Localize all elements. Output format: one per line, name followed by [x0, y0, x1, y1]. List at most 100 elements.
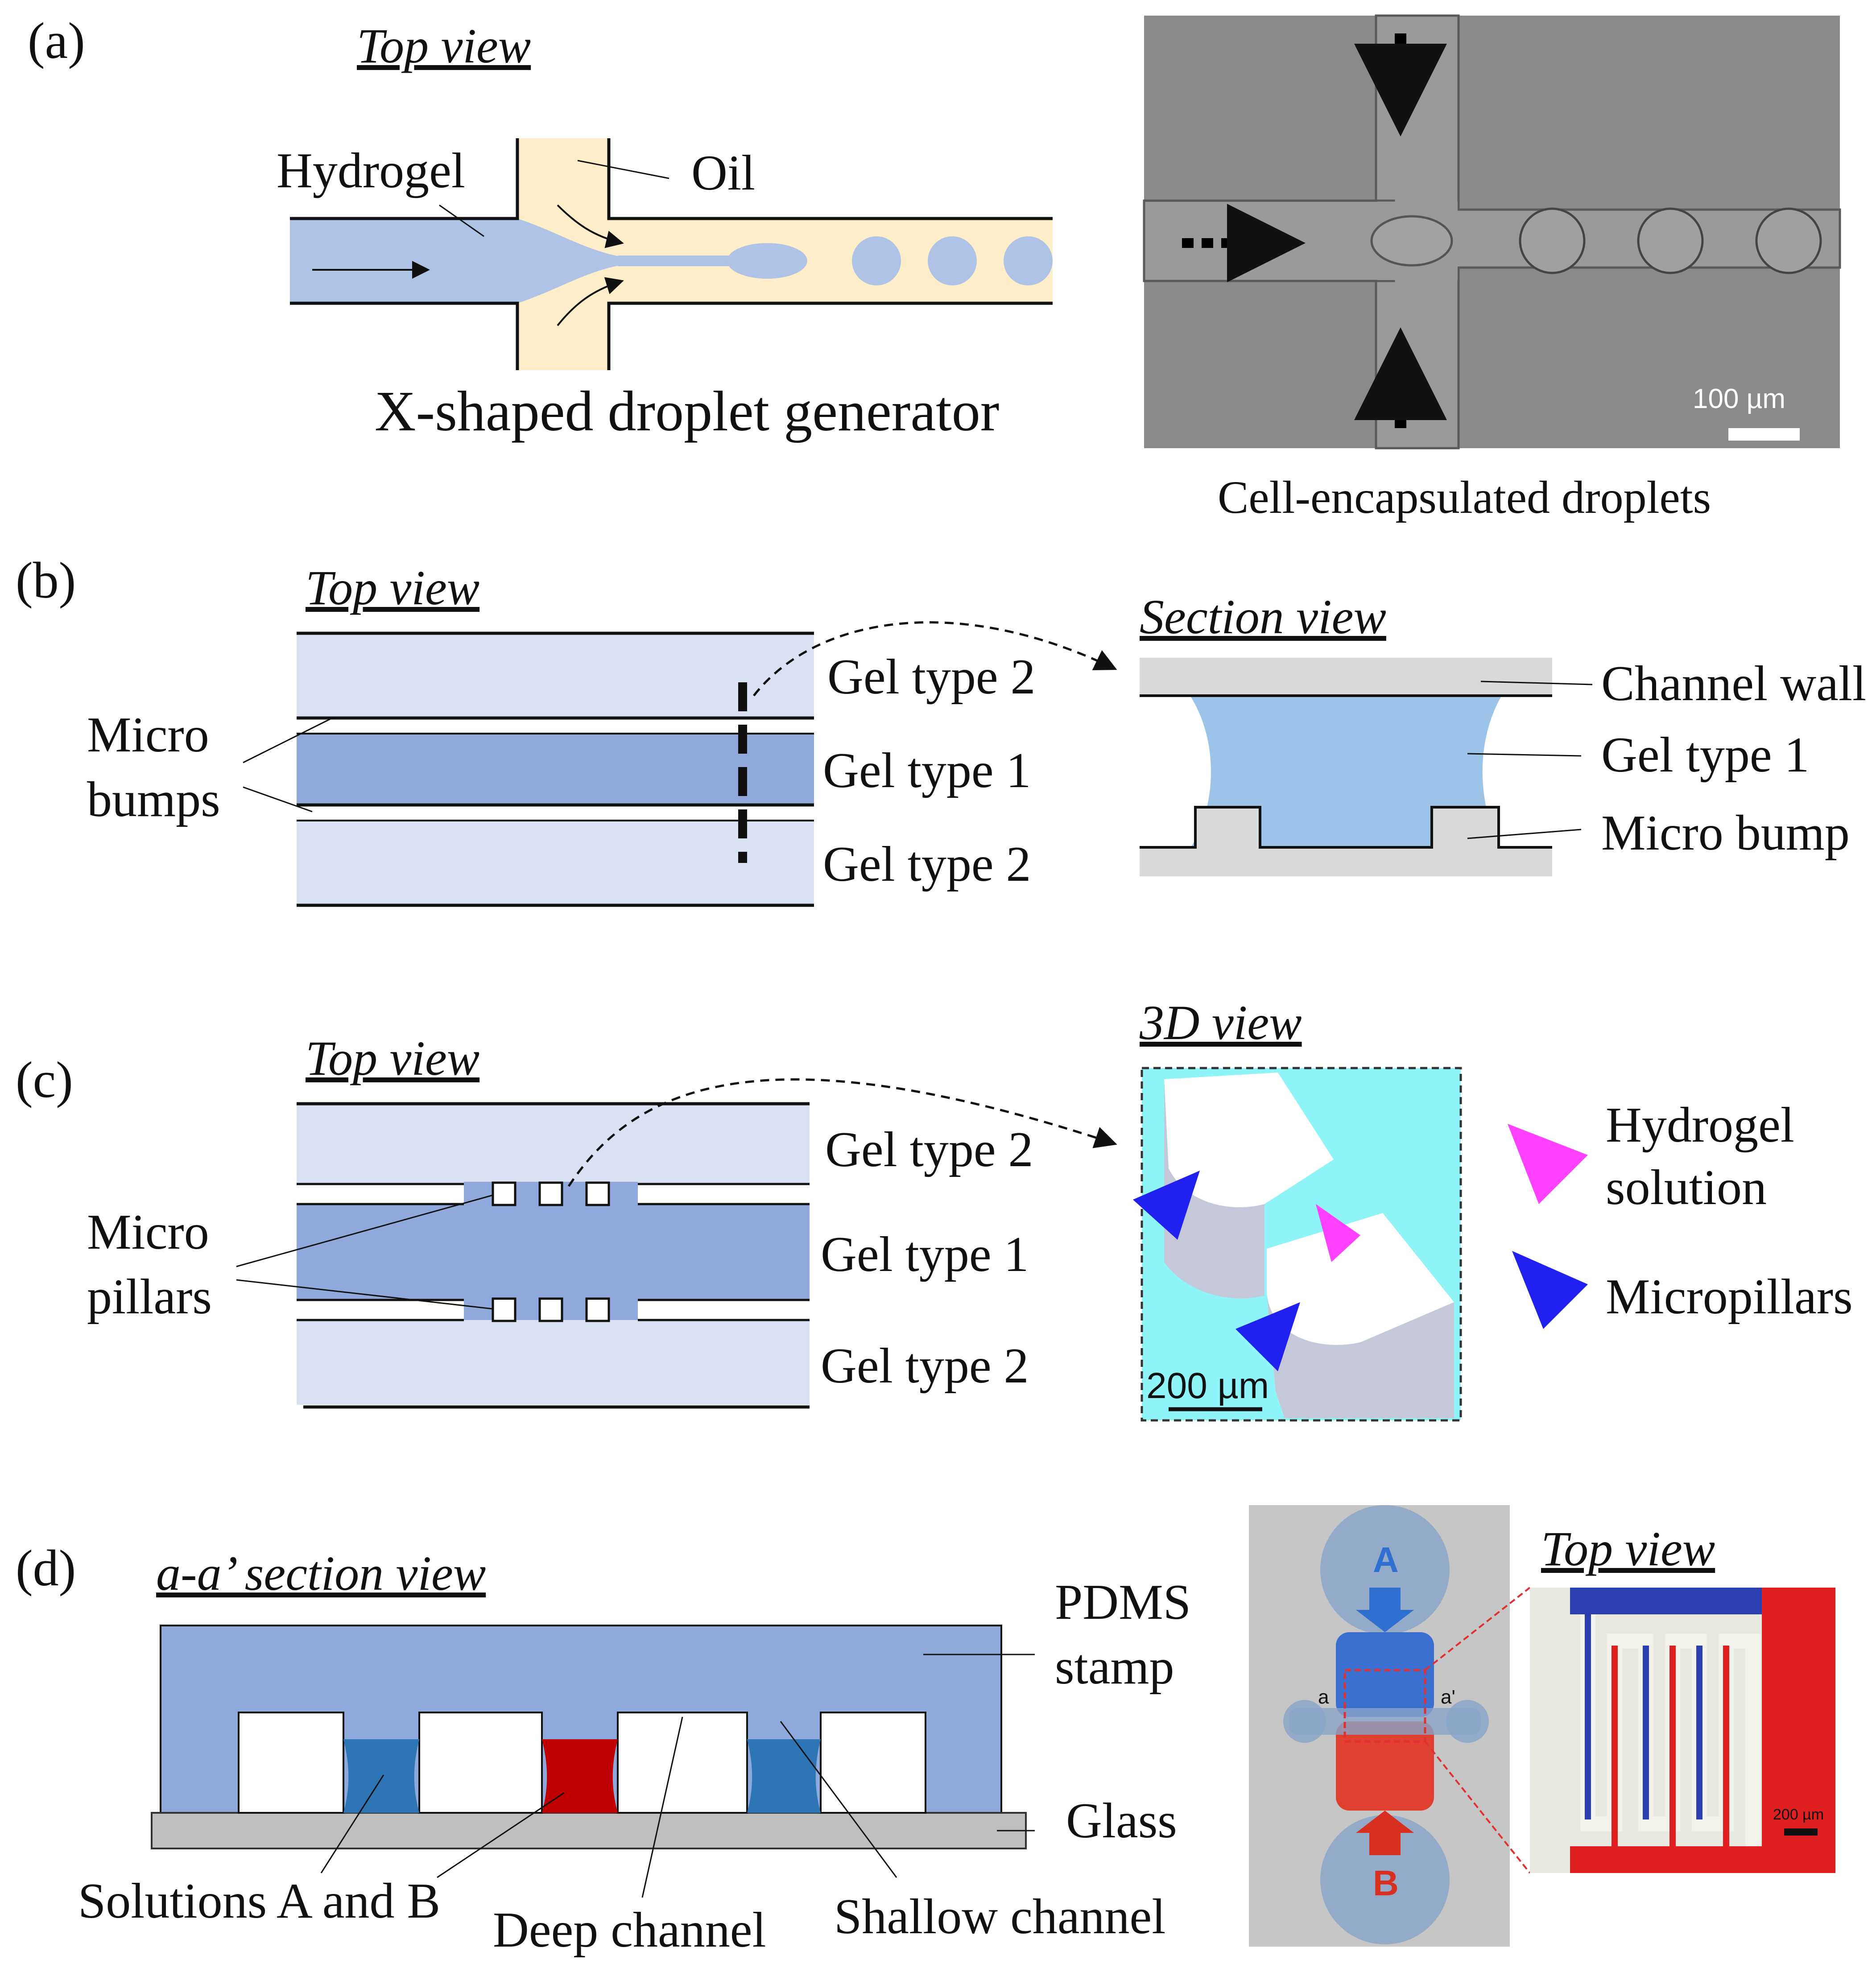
deep-channel-label: Deep channel: [493, 1902, 766, 1958]
inlet-a: [1320, 1505, 1450, 1634]
zoom-scale-label: 200 µm: [1773, 1806, 1824, 1823]
pillar-top-face: [1164, 1073, 1334, 1208]
generator-caption: X-shaped droplet generator: [375, 380, 999, 443]
micrograph-droplet: [1519, 207, 1586, 274]
bump-leader: [1467, 829, 1582, 839]
hydrogel-label: Hydrogel: [277, 143, 465, 198]
pillar-side-face: [1164, 1079, 1264, 1299]
zoom-region: [1343, 1669, 1426, 1743]
gel1-section: [1191, 697, 1501, 847]
panel-a: (a) Top view Hydrogel Oil X-shaped dropl…: [28, 12, 1841, 523]
panel-d: (d) a-a’ section view PDMS stamp Glass S…: [16, 1505, 1835, 1958]
zoom-leader: [1424, 1741, 1531, 1874]
droplet-micrograph: 100 µm: [1143, 14, 1841, 450]
droplet: [928, 236, 977, 285]
pillar-top-view: [236, 1078, 1117, 1409]
micro-pillars-label-line1: Micro: [87, 1205, 209, 1260]
lower-pillar-top-face: [1267, 1213, 1454, 1345]
shallow-leader: [780, 1721, 897, 1878]
micro-bump-label: Micro bump: [1601, 805, 1850, 861]
inlet-b: [1320, 1815, 1450, 1944]
channel-walls: [290, 138, 1053, 370]
pillar-row-lines-bottom: [297, 1299, 810, 1321]
micro-pillars-label-line2: pillars: [87, 1269, 212, 1324]
wall-leader: [1480, 681, 1593, 685]
solution-a-deep: [747, 1739, 821, 1813]
micropillar: [585, 1297, 610, 1322]
zoom-blue-region: [1570, 1588, 1762, 1614]
oil-label: Oil: [691, 145, 755, 201]
pillars-leader: [236, 1279, 493, 1310]
oil-flow-arrow-bottom: [557, 277, 624, 326]
panel-c-heading: Top view: [306, 1031, 479, 1085]
bumps-leader: [243, 786, 313, 813]
view3d-border: [1140, 1067, 1462, 1422]
inlet-b-label: B: [1373, 1863, 1399, 1903]
gel2-bottom-region: [297, 821, 814, 905]
panel-b: (b) Top view Micro bumps Gel type 2 Gel …: [16, 552, 1866, 907]
bump-top-view: [243, 621, 1117, 907]
micrograph-droplet: [1755, 207, 1822, 274]
section-a-prime-label: a': [1441, 1686, 1455, 1708]
section-view: [1140, 658, 1593, 876]
glass-slide: [151, 1812, 1027, 1849]
view3d-scale-label: 200 µm: [1146, 1366, 1269, 1406]
glass-label: Glass: [1066, 1793, 1177, 1848]
solutions-leader: [320, 1774, 384, 1873]
micropillars-legend-arrow: [1512, 1251, 1588, 1329]
micropillar: [538, 1297, 563, 1322]
hydrogel-thread: [618, 256, 734, 266]
lower-pillar-side-face: [1267, 1293, 1454, 1418]
zoom-leader: [1424, 1587, 1531, 1671]
gel1-region: [297, 734, 814, 805]
micrograph-caption: Cell-encapsulated droplets: [1218, 472, 1711, 523]
shallow-channel-void: [820, 1712, 926, 1814]
bottom-wall-with-bumps: [1140, 807, 1552, 876]
oil-leader: [577, 160, 669, 179]
panel-b-heading: Top view: [306, 561, 479, 615]
gel1-label: Gel type 1: [821, 1227, 1029, 1282]
shallow-channel-void: [418, 1712, 543, 1814]
droplet: [852, 236, 901, 285]
hydrogel-neck: [517, 219, 620, 303]
panel-d-heading: a-a’ section view: [156, 1546, 486, 1601]
micrograph-neck-drop: [1370, 215, 1453, 267]
chip-red-chamber: [1336, 1721, 1434, 1811]
gel2-top-region: [297, 1104, 810, 1184]
panel-a-label: (a): [28, 12, 85, 70]
section-view-heading: Section view: [1140, 590, 1386, 644]
deep-leader: [641, 1716, 683, 1898]
pink-arrow-marker: [1316, 1204, 1360, 1262]
zoom-scale-bar: [1784, 1828, 1818, 1836]
gel2-top-label: Gel type 2: [825, 1122, 1033, 1177]
micro-bumps-label-line2: bumps: [87, 772, 220, 827]
droplet: [1004, 236, 1053, 285]
chip-photo: A B a a': [1249, 1505, 1531, 1947]
channel-wall-top: [1140, 658, 1552, 696]
gel2-top-region: [297, 633, 814, 718]
micropillar: [492, 1181, 517, 1206]
view3d-arrow: [567, 1078, 1117, 1187]
inlet-a-arrow: [1356, 1588, 1414, 1632]
gel2-top-label: Gel type 2: [827, 649, 1036, 705]
chip-side-port: [1283, 1700, 1326, 1743]
panel-c: (c) Top view Micro pillars Gel type 2 Ge…: [16, 995, 1853, 1422]
gel2-bottom-label: Gel type 2: [823, 837, 1031, 892]
solutions-label: Solutions A and B: [78, 1873, 440, 1929]
view3d-heading: 3D view: [1139, 995, 1302, 1050]
gel1-label: Gel type 1: [823, 743, 1031, 798]
chip-blue-chamber: [1336, 1632, 1434, 1717]
bumps-leader: [243, 717, 333, 763]
pillar-row-lines-top: [297, 1183, 810, 1205]
chip-side-arm: [1289, 1708, 1481, 1735]
panel-a-heading: Top view: [357, 19, 531, 73]
shallow-channel-void: [238, 1712, 344, 1814]
micropillar: [492, 1297, 517, 1322]
channel-wall-label: Channel wall: [1601, 656, 1866, 711]
x-droplet-generator: [290, 138, 1053, 370]
hydrogel-legend-arrow: [1508, 1124, 1588, 1204]
zoom-photo: 200 µm: [1530, 1588, 1835, 1873]
inlet-a-label: A: [1373, 1540, 1399, 1580]
gel-type-1-label: Gel type 1: [1601, 727, 1810, 783]
